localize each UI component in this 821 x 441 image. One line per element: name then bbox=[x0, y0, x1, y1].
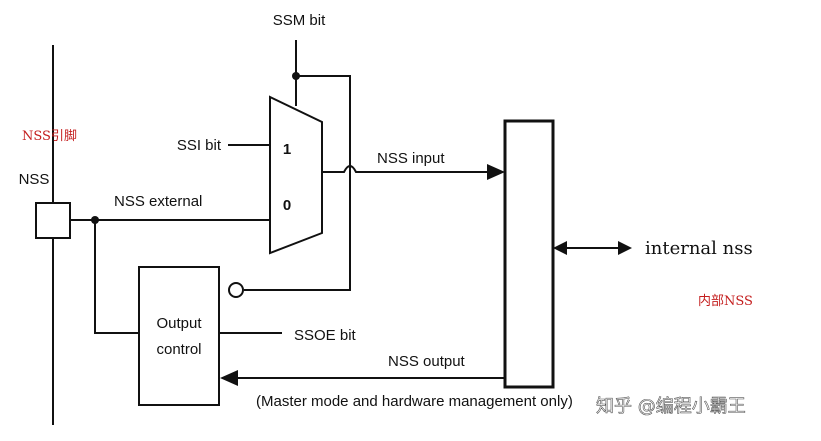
output-control-label-line1: Output bbox=[156, 315, 202, 332]
nss-input-wire bbox=[322, 165, 490, 173]
ssi-bit-label: SSI bit bbox=[177, 137, 222, 154]
mux-input-1-label: 1 bbox=[283, 141, 291, 158]
ssoe-bit-label: SSOE bit bbox=[294, 327, 357, 344]
multiplexer bbox=[269, 95, 323, 255]
internal-nss-label: internal nss bbox=[645, 238, 753, 259]
internal-nss-arrow-left bbox=[553, 241, 567, 255]
nss-input-label: NSS input bbox=[377, 150, 445, 167]
watermark: 知乎 @编程小霸王 bbox=[596, 396, 746, 417]
mux-input-0-label: 0 bbox=[283, 197, 291, 214]
nss-output-arrow bbox=[220, 370, 238, 386]
nss-input-arrow bbox=[487, 164, 505, 180]
output-control-wire bbox=[94, 220, 139, 334]
nss-pin-cn-label: NSS引脚 bbox=[22, 128, 77, 144]
internal-nss-arrow-right bbox=[618, 241, 632, 255]
internal-nss-cn-label: 内部NSS bbox=[698, 293, 753, 309]
nss-output-label: NSS output bbox=[388, 353, 466, 370]
output-control-box bbox=[138, 266, 220, 406]
ssm-feedback-wire bbox=[244, 75, 351, 291]
master-mode-note: (Master mode and hardware management onl… bbox=[256, 393, 573, 410]
nss-external-label: NSS external bbox=[114, 193, 202, 210]
nss-pin-box bbox=[35, 202, 71, 239]
ssm-bit-label: SSM bit bbox=[273, 12, 326, 29]
output-control-label-line2: control bbox=[156, 341, 201, 358]
inverter-bubble bbox=[228, 282, 244, 298]
nss-label: NSS bbox=[19, 171, 50, 188]
spi-block bbox=[503, 119, 555, 389]
